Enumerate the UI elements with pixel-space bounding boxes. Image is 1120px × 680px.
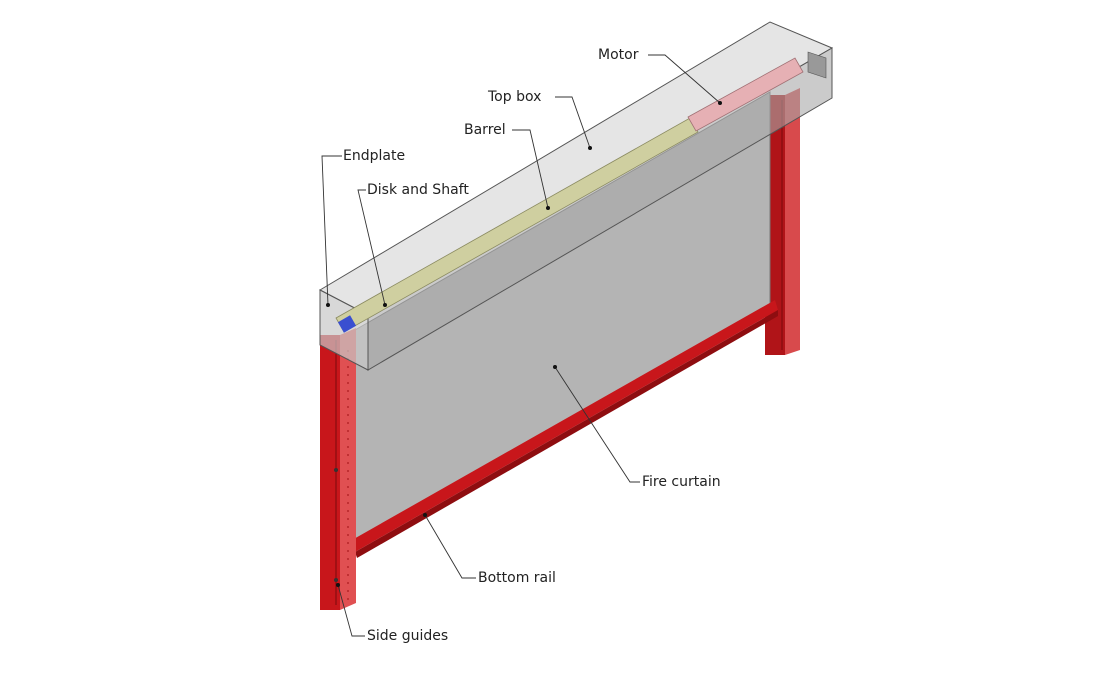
label-endplate: Endplate	[343, 148, 406, 164]
left-side-guide	[320, 328, 356, 610]
label-barrel: Barrel	[464, 122, 506, 138]
top-box	[318, 21, 834, 371]
label-side-guides: Side guides	[367, 628, 449, 644]
disk-and-shaft	[337, 315, 357, 333]
motor	[687, 57, 804, 132]
label-fire-curtain: Fire curtain	[642, 474, 721, 490]
leader-lines	[321, 54, 721, 637]
label-top-box: Top box	[488, 89, 542, 105]
label-disk-and-shaft: Disk and Shaft	[367, 182, 469, 198]
leader-dots	[326, 101, 722, 587]
bottom-rail	[352, 300, 778, 558]
label-motor: Motor	[598, 47, 639, 63]
label-bottom-rail: Bottom rail	[478, 570, 556, 586]
